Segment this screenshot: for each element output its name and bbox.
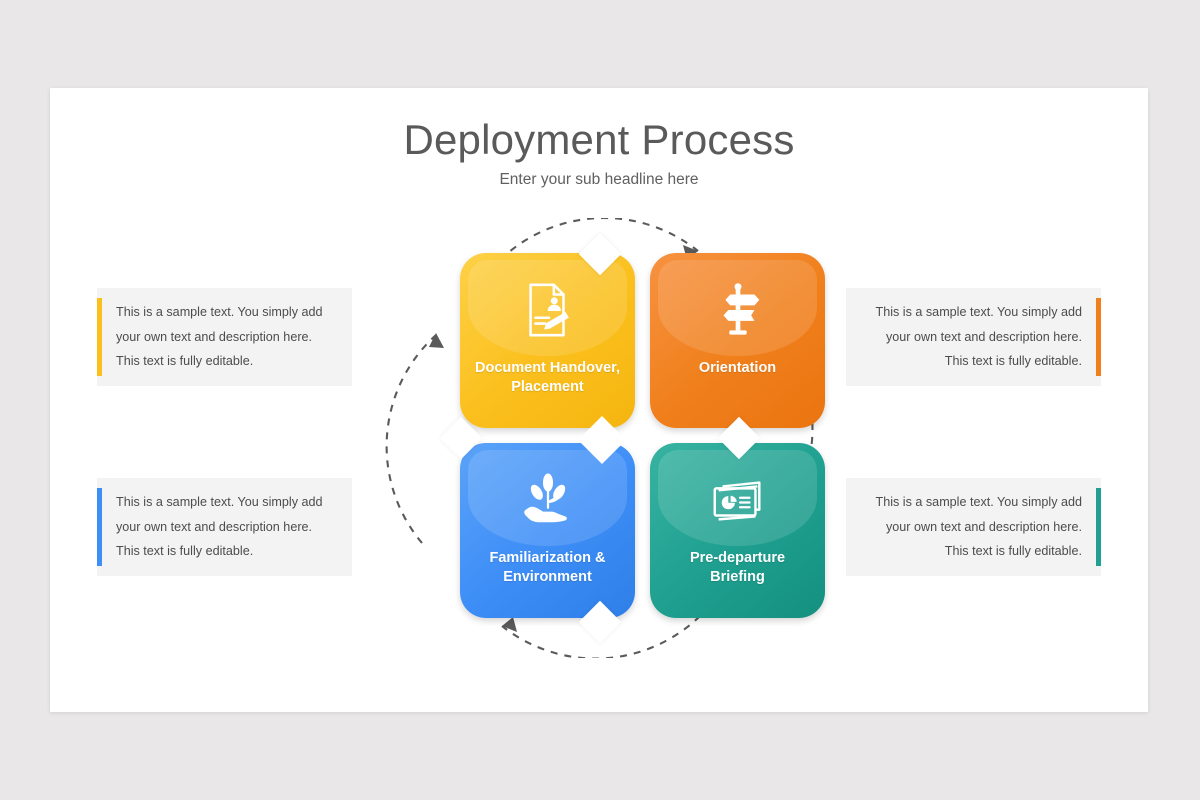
step-card-label: Pre-departure Briefing [650,549,825,587]
description-box-document-handover[interactable]: This is a sample text. You simply add yo… [97,288,352,386]
arrowhead-bottom [502,617,517,632]
arc-bottom [501,615,701,658]
label-line-1: Familiarization & [489,550,606,566]
cycle-diagram: Document Handover, Placement [380,218,825,658]
label-line-1: Document Handover, [474,360,621,376]
description-text: This is a sample text. You simply add yo… [116,495,323,559]
document-person-pen-icon [517,279,579,341]
step-card-pre-departure-briefing[interactable]: Pre-departure Briefing [650,443,825,618]
hand-holding-plant-icon [517,469,579,531]
presentation-slides-chart-icon [707,469,769,531]
label-line-1: Orientation [698,360,777,376]
page-subtitle: Enter your sub headline here [499,171,699,188]
step-card-label: Familiarization & Environment [460,549,635,587]
cycle-card-grid: Document Handover, Placement [439,232,825,644]
arc-left [385,334,437,544]
arc-top [499,218,699,261]
step-card-label: Orientation [650,359,825,378]
label-line-2: Briefing [710,569,765,586]
description-text: This is a sample text. You simply add yo… [116,305,323,369]
page-title: Deployment Process [403,116,795,163]
label-line-1: Pre-departure [689,550,786,566]
label-line-2: Placement [511,379,584,396]
accent-bar [97,488,102,566]
description-box-pre-departure-briefing[interactable]: This is a sample text. You simply add yo… [846,478,1101,576]
step-card-orientation[interactable]: Orientation [650,253,825,428]
description-box-orientation[interactable]: This is a sample text. You simply add yo… [846,288,1101,386]
accent-bar [97,298,102,376]
description-text: This is a sample text. You simply add yo… [875,495,1083,559]
label-line-2: Environment [503,569,592,586]
signpost-icon [707,279,769,341]
step-card-familiarization[interactable]: Familiarization & Environment [460,443,635,618]
arrowhead-left [429,333,444,348]
accent-bar [1096,298,1101,376]
slide-canvas: Deployment Process Enter your sub headli… [50,88,1148,712]
step-card-document-handover[interactable]: Document Handover, Placement [460,253,635,428]
description-text: This is a sample text. You simply add yo… [875,305,1083,369]
accent-bar [1096,488,1101,566]
description-box-familiarization[interactable]: This is a sample text. You simply add yo… [97,478,352,576]
step-card-label: Document Handover, Placement [460,359,635,397]
